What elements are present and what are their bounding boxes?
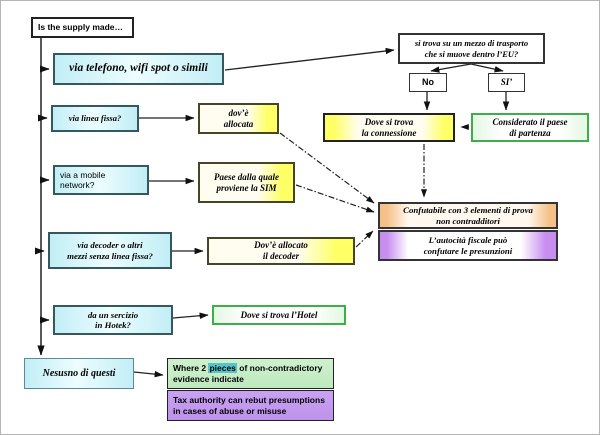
node-via-telefono: via telefono, wifi spot o simili: [53, 53, 224, 85]
node-label-line1: Considerato il paese: [492, 116, 568, 127]
node-evidence: Where 2 pieces of non-contradictory evid…: [167, 358, 334, 389]
node-mobile-network: via a mobile network?: [53, 165, 149, 195]
node-label: via linea fissa?: [68, 113, 122, 124]
node-hotel-question: da un sercizio in Hotek?: [53, 305, 173, 335]
node-paese-sim: Paese dalla quale proviene la SIM: [198, 162, 295, 203]
node-label-line2: di partenza: [509, 127, 551, 138]
node-confutabile: Confutabile con 3 elementi di prova non …: [378, 202, 558, 229]
evidence-text-post: of non-contradictory: [236, 363, 323, 374]
node-label-line1: da un sercizio: [87, 309, 139, 320]
node-label: Dove si trova l’Hotel: [240, 309, 318, 320]
node-label-line2: evidence indicate: [173, 373, 244, 384]
node-autocita: L’autocità fiscale può confutare le pres…: [378, 230, 558, 261]
node-label-line2: in Hotek?: [95, 320, 131, 330]
node-label-line2: il decoder: [262, 251, 300, 261]
node-label-line1: via a mobile: [60, 169, 106, 180]
node-dove-allocata: dov’è allocata: [198, 103, 279, 134]
node-label-line1: Tax authority can rebut presumptions: [173, 395, 325, 406]
node-label-line1: si trova su un mezzo di trasporto: [414, 38, 529, 49]
node-label-line2: mezzi senza linea fissa?: [67, 250, 153, 261]
node-rebut: Tax authority can rebut presumptions in …: [167, 390, 334, 421]
node-label: via telefono, wifi spot o simili: [69, 62, 208, 75]
node-label-line1: Confutabile con 3 elementi di prova: [403, 205, 533, 216]
node-label-line1: via decoder o altri: [77, 240, 143, 251]
node-transport-question: si trova su un mezzo di trasporto che si…: [398, 33, 545, 64]
node-label: Is the supply made…: [38, 22, 124, 33]
node-label: Nesusno di questi: [42, 367, 116, 379]
node-label-line1: Where 2 pieces of non-contradictory: [173, 363, 323, 374]
node-si: SI’: [488, 73, 525, 92]
evidence-highlight: pieces: [208, 363, 237, 374]
node-decoder-question: via decoder o altri mezzi senza linea fi…: [48, 232, 172, 269]
node-linea-fissa: via linea fissa?: [51, 105, 139, 132]
node-no: No: [409, 73, 447, 92]
node-label-line1: Paese dalla quale: [214, 171, 279, 182]
node-label-line2: confutare le presunzioni: [423, 245, 513, 256]
node-label-line2: allocata: [223, 118, 254, 129]
node-supply-question: Is the supply made…: [31, 17, 134, 38]
node-connessione: Dove si trova la connessione: [323, 113, 455, 142]
node-label: No: [422, 77, 434, 88]
node-label-line2: proviene la SIM: [216, 182, 277, 193]
node-label-line2: non contradditori: [436, 215, 500, 226]
node-label-line1: L’autocità fiscale può: [428, 235, 508, 246]
node-considerato: Considerato il paese di partenza: [471, 113, 589, 142]
node-label-line2: la connessione: [361, 127, 417, 138]
node-decoder-answer: Dov’è allocato il decoder: [207, 237, 355, 265]
node-label-line2: in cases of abuse or misuse: [173, 405, 287, 416]
node-label-line2: che si muove dentro l’EU?: [424, 48, 519, 59]
node-label-line1: Dov’è allocato: [254, 240, 308, 251]
node-nessuno: Nesusno di questi: [24, 358, 134, 389]
node-label-line2: network?: [60, 180, 95, 190]
node-label-line1: dov’è: [228, 107, 249, 118]
node-label: SI’: [500, 77, 513, 88]
node-hotel-answer: Dove si trova l’Hotel: [212, 305, 346, 325]
node-label-line1: Dove si trova: [364, 116, 414, 127]
evidence-text-pre: Where 2: [173, 363, 209, 374]
